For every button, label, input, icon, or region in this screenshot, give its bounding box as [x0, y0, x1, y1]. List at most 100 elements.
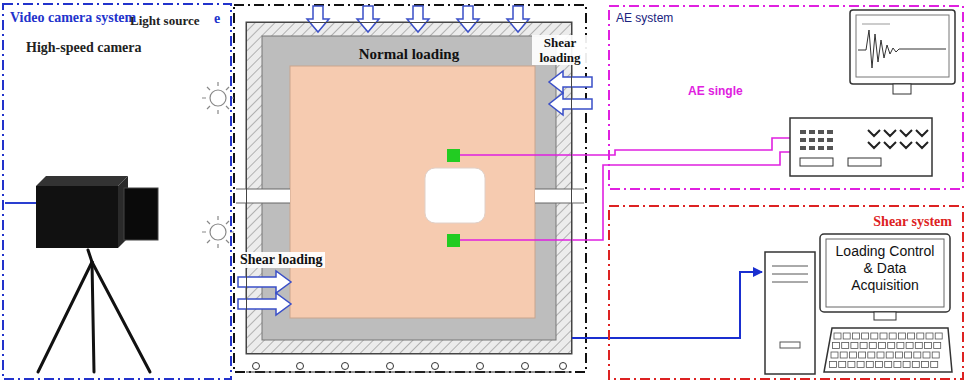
keyboard-key	[894, 362, 901, 368]
shear-box-inner	[262, 36, 556, 340]
keyboard-key	[849, 352, 856, 358]
shear-gap	[236, 189, 290, 203]
keyboard-key	[903, 362, 910, 368]
node-title: Loading Control & Data Acquisition	[830, 243, 940, 294]
shear-system-panel: Shear systemLoading Control & Data Acqui…	[608, 205, 964, 380]
keyboard-key	[833, 343, 840, 349]
node-border	[3, 4, 231, 379]
annotation-label: Light source	[130, 13, 199, 29]
keyboard-key	[934, 343, 941, 349]
monitor-stand	[893, 84, 911, 94]
node-outline	[2, 3, 232, 380]
keyboard-key	[857, 362, 864, 368]
computer-part	[824, 328, 952, 372]
computer-part	[826, 239, 944, 307]
ae-waveform	[858, 30, 946, 68]
specimen-hole	[425, 168, 485, 223]
shear-gap	[535, 189, 584, 203]
rollers	[253, 363, 567, 370]
keyboard-key	[868, 352, 875, 358]
annotation-label: Shear loading	[238, 252, 325, 268]
shear-box: Normal loading	[246, 22, 572, 354]
light-source	[202, 82, 234, 248]
computer-part	[780, 342, 800, 348]
keyboard-key	[886, 352, 893, 358]
keyboard-key	[932, 352, 939, 358]
ae-sensor	[447, 149, 460, 162]
keyboard-key	[880, 333, 887, 339]
keyboard-key	[851, 343, 858, 349]
keyboard-key	[830, 362, 837, 368]
keyboard-key	[897, 343, 904, 349]
normal-load-arrows	[307, 6, 529, 32]
computer-part	[772, 282, 808, 283]
ae-device	[790, 118, 932, 176]
keyboard-key	[889, 333, 896, 339]
keyboard-key	[877, 352, 884, 358]
node-outline	[246, 22, 572, 354]
ae-screen	[856, 15, 949, 77]
annotation-label: AE single	[688, 84, 743, 98]
computer-part	[874, 312, 896, 320]
keyboard-key	[879, 343, 886, 349]
keyboard-key	[869, 343, 876, 349]
keyboard-key	[912, 362, 919, 368]
computer-part	[772, 266, 808, 267]
tripod	[38, 250, 150, 372]
keyboard-key	[831, 352, 838, 358]
keyboard-key	[848, 362, 855, 368]
keyboard-key	[925, 343, 932, 349]
keyboard-key	[843, 333, 850, 339]
keyboard-key	[866, 362, 873, 368]
keyboard-key	[862, 333, 869, 339]
gap-edge	[535, 189, 584, 190]
node-title: Video camera system	[10, 10, 136, 26]
keyboard-key	[839, 362, 846, 368]
computer-part	[772, 274, 808, 275]
keyboard-key	[860, 343, 867, 349]
gap-edge	[535, 203, 584, 204]
keyboard-key	[908, 333, 915, 339]
screen-mark	[862, 24, 890, 25]
computer-part	[765, 252, 815, 374]
camera-body	[36, 176, 128, 186]
keyboard-key	[926, 333, 933, 339]
annotation-label: e	[214, 11, 220, 27]
node-border	[609, 6, 963, 189]
annotation-label: High-speed camera	[26, 40, 141, 56]
device-buttons	[800, 130, 928, 166]
rock-specimen	[290, 66, 535, 318]
keyboard-key	[888, 343, 895, 349]
node-border	[609, 206, 963, 379]
camera-body	[36, 186, 118, 248]
video-camera-system-panel: Video camera system	[2, 3, 232, 380]
gap-edge	[236, 189, 290, 190]
keyboard-key	[914, 352, 921, 358]
node-title: Normal loading	[246, 46, 572, 63]
keyboard-key	[834, 333, 841, 339]
keyboard-key	[840, 352, 847, 358]
keyboard-key	[876, 362, 883, 368]
keyboard-key	[895, 352, 902, 358]
annotation-label: Shear loading	[532, 35, 588, 65]
keyboard-key	[906, 343, 913, 349]
keyboard-key	[859, 352, 866, 358]
gap-edge	[236, 203, 290, 204]
ae-system-panel: AE system	[608, 5, 964, 190]
ae-signal-wire	[460, 138, 790, 155]
keyboard-key	[871, 333, 878, 339]
keyboard-key	[842, 343, 849, 349]
camera-lens	[124, 188, 158, 240]
keyboard-key	[898, 333, 905, 339]
shear-load-arrows	[549, 71, 592, 115]
keyboard-key	[885, 362, 892, 368]
computer-part	[820, 234, 950, 312]
node-title: Shear system	[873, 214, 952, 230]
camera-cable	[5, 202, 36, 204]
keyboard-key	[923, 352, 930, 358]
keyboard-key	[852, 333, 859, 339]
keyboard-key	[917, 333, 924, 339]
